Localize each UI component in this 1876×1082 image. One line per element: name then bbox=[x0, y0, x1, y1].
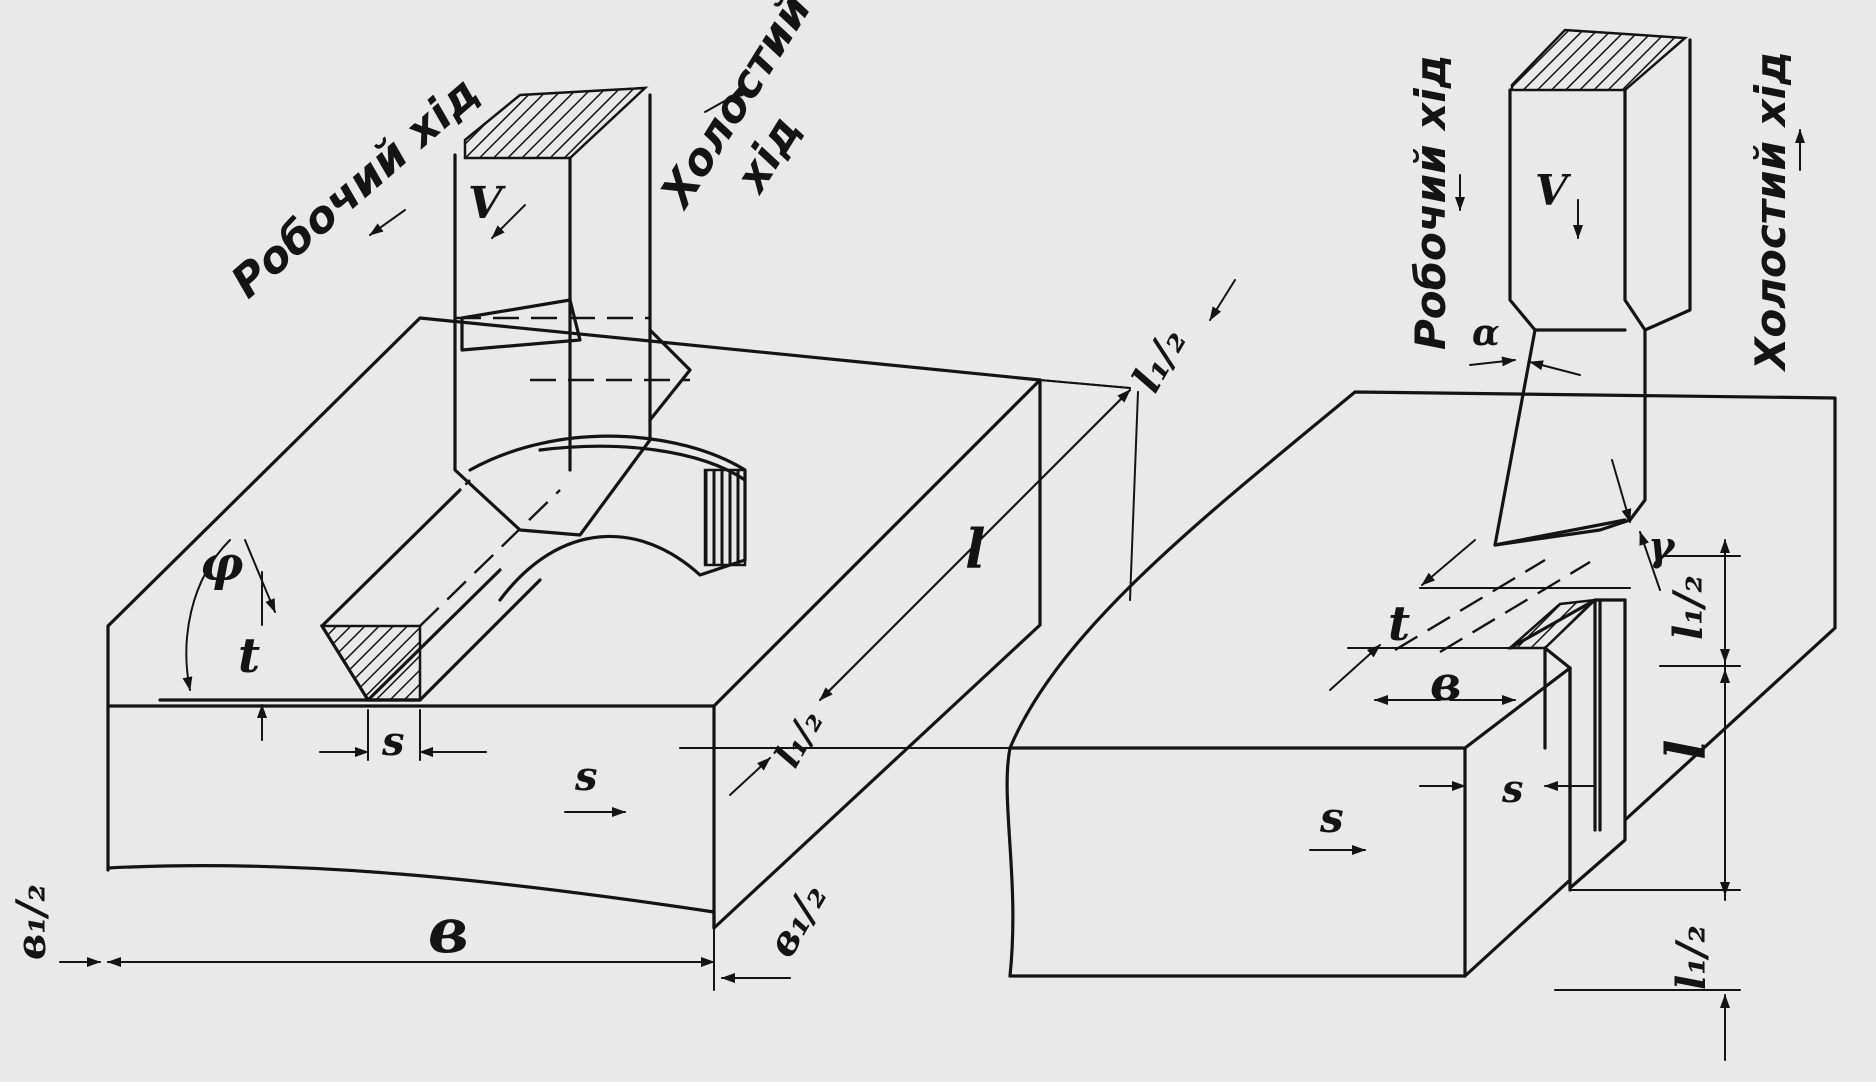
left-length-l: l bbox=[965, 517, 986, 581]
right-l1-half-bottom: l₁/₂ bbox=[1668, 925, 1715, 990]
left-chip bbox=[468, 434, 747, 602]
right-dimensions bbox=[1309, 129, 1805, 1061]
right-workpiece bbox=[1005, 390, 1837, 978]
left-view: Робочий хід Холостий хід V φ t s s l l₁/… bbox=[8, 0, 1236, 991]
right-depth-t: t bbox=[1388, 596, 1410, 652]
left-dimensions bbox=[59, 87, 1236, 991]
right-caption-working: Робочий хід bbox=[1406, 54, 1455, 350]
right-l1-half-top: l₁/₂ bbox=[1665, 575, 1712, 640]
left-tool bbox=[453, 86, 692, 537]
right-angle-gamma: γ bbox=[1648, 523, 1676, 570]
left-caption-working: Робочий хід bbox=[222, 67, 489, 309]
left-depth-t: t bbox=[238, 628, 260, 684]
right-feed-s-2: s bbox=[1319, 793, 1344, 842]
right-length-l: l bbox=[1654, 739, 1718, 760]
left-b1-half-right: в₁/₂ bbox=[758, 876, 837, 965]
left-caption-idle-1: Холостий bbox=[649, 0, 821, 218]
right-view: Робочий хід Холостий хід V α γ t в s s l… bbox=[1005, 28, 1837, 1061]
right-caption-idle: Холостий хід bbox=[1746, 51, 1795, 373]
right-tool bbox=[1493, 28, 1692, 547]
left-width-b: в bbox=[428, 894, 469, 967]
left-b1-half-left: в₁/₂ bbox=[8, 884, 55, 960]
left-l1-half-top: l₁/₂ bbox=[1123, 320, 1196, 400]
left-feed-s-1: s bbox=[381, 718, 405, 765]
left-angle-phi: φ bbox=[200, 536, 243, 592]
left-workpiece bbox=[106, 316, 1042, 930]
right-feed-s-1: s bbox=[1501, 766, 1523, 811]
left-velocity: V bbox=[468, 178, 506, 229]
right-width-b: в bbox=[1430, 656, 1462, 712]
left-l1-half-bottom: l₁/₂ bbox=[766, 703, 832, 775]
right-velocity: V bbox=[1535, 166, 1572, 215]
right-angle-alpha: α bbox=[1472, 312, 1500, 354]
left-feed-s-2: s bbox=[574, 753, 598, 800]
